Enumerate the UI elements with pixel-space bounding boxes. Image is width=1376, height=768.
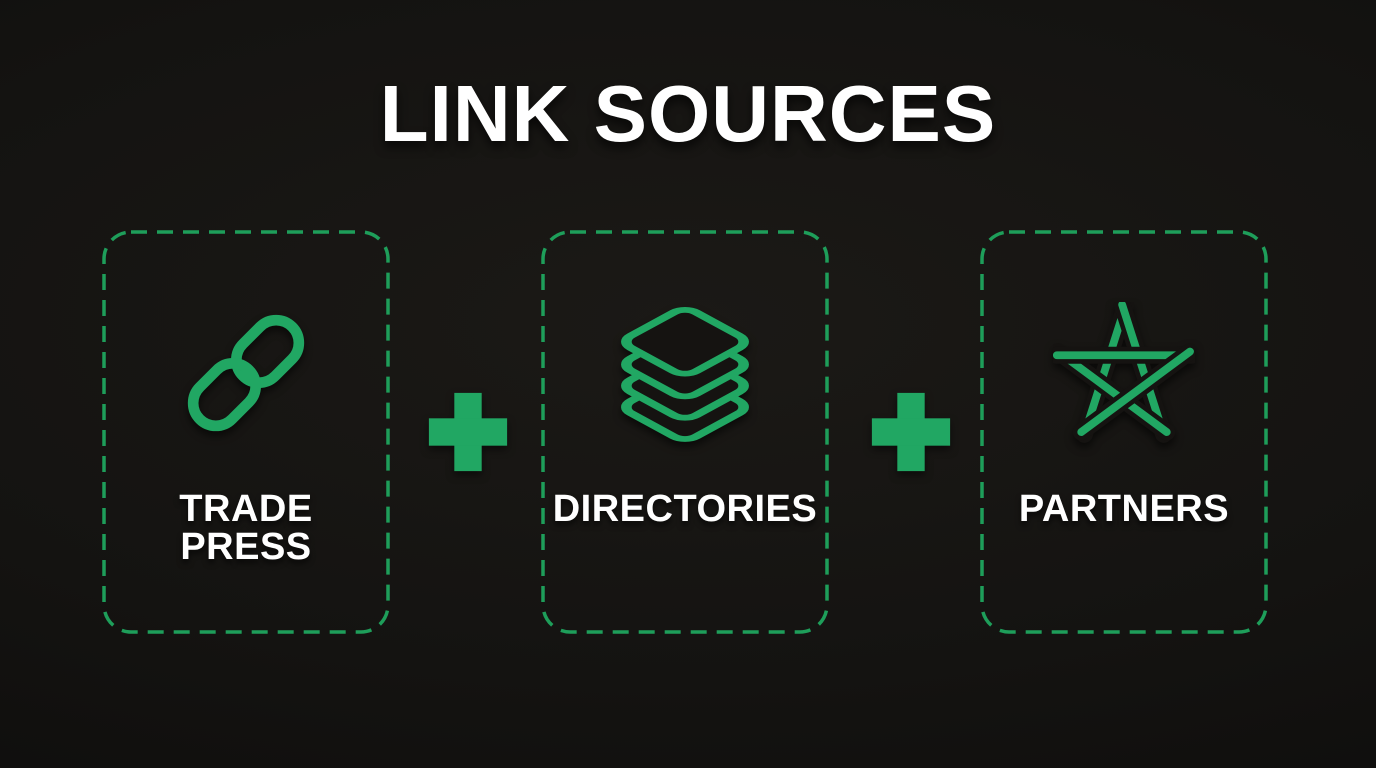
card-label-directories: DIRECTORIES <box>552 488 818 530</box>
plus-icon <box>424 388 512 476</box>
chain-link-icon <box>175 302 317 444</box>
card-label-trade-press: TRADE PRESS <box>179 488 313 568</box>
dashed-border <box>980 230 1268 634</box>
plus-icon <box>867 388 955 476</box>
card-directories: DIRECTORIES <box>541 230 829 634</box>
card-label-partners: PARTNERS <box>1018 488 1230 530</box>
card-partners: PARTNERS <box>980 230 1268 634</box>
layers-stack-icon <box>614 302 756 444</box>
page-title: LINK SOURCES <box>379 69 997 158</box>
dashed-border <box>102 230 390 634</box>
card-trade-press: TRADE PRESS <box>102 230 390 634</box>
dashed-border <box>541 230 829 634</box>
star-icon <box>1053 302 1195 444</box>
